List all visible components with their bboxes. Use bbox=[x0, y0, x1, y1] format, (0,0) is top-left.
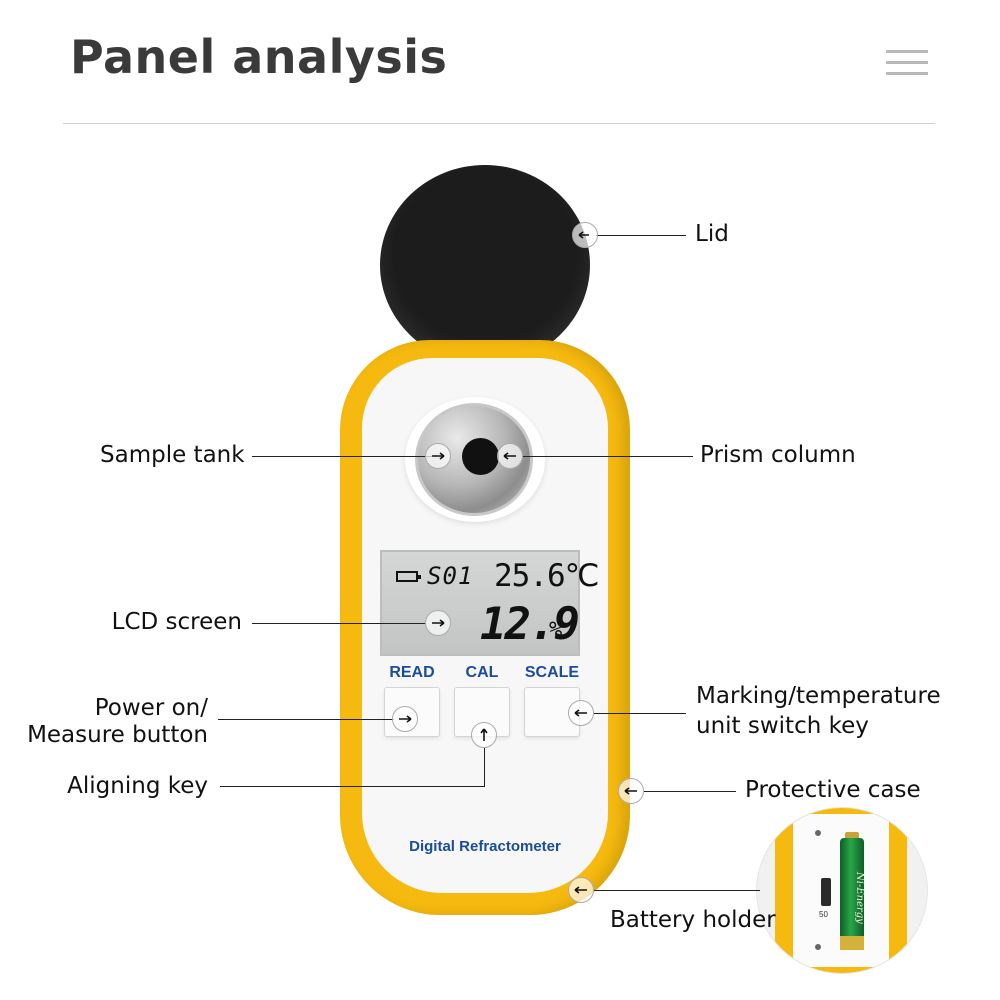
lcd-marker-icon bbox=[425, 610, 451, 636]
lcd-mode: S01 bbox=[427, 562, 474, 590]
battery-holder-marker-icon bbox=[568, 877, 594, 903]
battery-icon bbox=[840, 838, 864, 950]
callout-aligning-key: Aligning key bbox=[67, 773, 208, 799]
callout-sample-tank: Sample tank bbox=[100, 442, 245, 468]
callout-protective-case: Protective case bbox=[745, 777, 921, 803]
prism-column-marker-icon bbox=[497, 443, 523, 469]
scale-button-marker-icon bbox=[568, 700, 594, 726]
battery-level-icon bbox=[396, 571, 421, 582]
lid-cover bbox=[380, 165, 590, 365]
hamburger-menu-icon[interactable] bbox=[886, 50, 928, 76]
lcd-unit: % bbox=[549, 618, 563, 643]
device-brand: Digital Refractometer bbox=[409, 838, 561, 855]
battery-holder-inset: Ni-Energy 50 bbox=[757, 808, 927, 973]
callout-lid: Lid bbox=[695, 221, 729, 247]
callout-marking-key-line2: unit switch key bbox=[696, 713, 869, 739]
lcd-screen: S01 25.6℃ 12.9 % bbox=[380, 550, 599, 656]
title-divider bbox=[63, 123, 935, 124]
cal-button-label: CAL bbox=[465, 664, 499, 681]
protective-case-marker-icon bbox=[618, 778, 644, 804]
prism-column bbox=[462, 438, 499, 475]
read-button-marker-icon bbox=[392, 706, 418, 732]
read-button-label: READ bbox=[389, 664, 435, 681]
lcd-reading: 12.9 bbox=[480, 599, 580, 650]
cal-button-marker-icon bbox=[471, 722, 497, 748]
sample-tank-marker-icon bbox=[425, 443, 451, 469]
callout-power-button-line1: Power on/ bbox=[94, 695, 208, 721]
lid-marker-icon bbox=[572, 222, 598, 248]
callout-lcd-screen: LCD screen bbox=[111, 609, 242, 635]
callout-power-button-line2: Measure button bbox=[27, 722, 208, 748]
lcd-temperature: 25.6℃ bbox=[494, 558, 599, 594]
page-title: Panel analysis bbox=[70, 30, 448, 84]
callout-marking-key-line1: Marking/temperature bbox=[696, 683, 941, 709]
battery-brand: Ni-Energy bbox=[854, 872, 865, 924]
battery-switch-number: 50 bbox=[819, 910, 828, 919]
battery-terminal bbox=[845, 832, 859, 840]
battery-switch bbox=[821, 878, 831, 906]
callout-prism-column: Prism column bbox=[700, 442, 856, 468]
callout-battery-holder: Battery holder bbox=[610, 907, 776, 933]
scale-button-label: SCALE bbox=[524, 664, 580, 681]
